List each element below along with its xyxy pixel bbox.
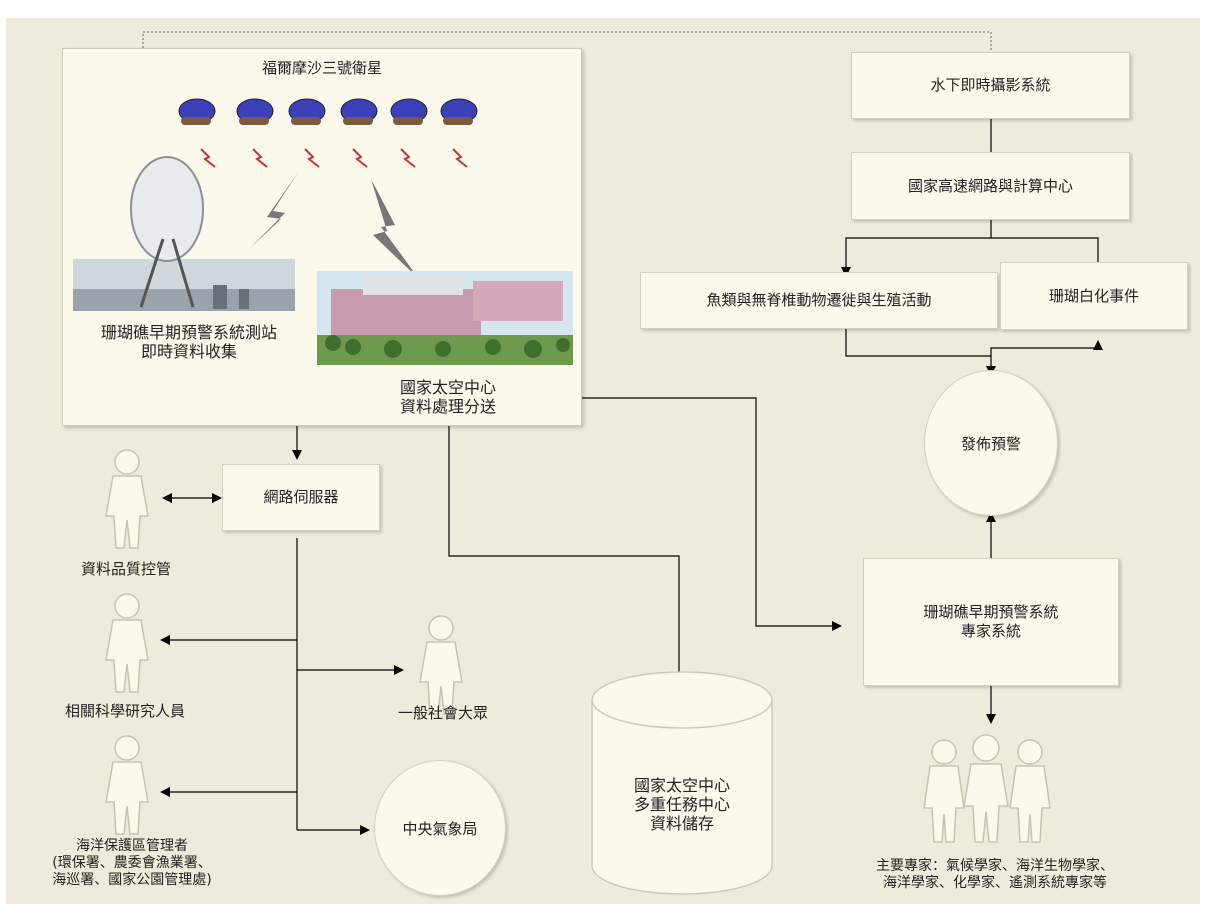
building-icon [317,271,573,365]
storage-label-line3: 資料儲存 [649,814,714,833]
researchers-label: 相關科學研究人員 [64,702,185,720]
cwb-circle: 中央氣象局 [374,760,506,896]
warning-circle: 發佈預警 [924,370,1058,516]
camera-system-box: 水下即時攝影系統 [851,52,1130,119]
storage-label-line2: 多重任務中心 [633,795,730,814]
nspo-label-line2: 資料處理分送 [399,397,496,416]
public-person-icon [419,615,463,715]
line-fish-to-warning [845,328,991,357]
researcher-person-icon [105,593,149,693]
qc-label: 資料品質控管 [80,560,171,578]
satellite-dish-icon [73,156,295,311]
satellite-label: 福爾摩沙三號衛星 [261,59,382,77]
experts-label-line2: 海洋學家、化學家、遙測系統專家等 [883,875,1107,891]
storage-cylinder-icon [591,671,773,895]
satellite-icon [178,98,478,124]
bolt-icon [371,179,419,279]
nchc-box: 國家高速網路與計算中心 [851,152,1130,220]
qc-person-icon [105,449,149,549]
expert-system-line1: 珊瑚礁早期預警系統 [923,603,1059,621]
experts-people-icon [923,734,1051,843]
nspo-label-line1: 國家太空中心 [399,378,496,397]
lightning-icon [200,148,468,168]
satellite-scene [73,98,573,365]
dotted-satellite-link [142,31,992,60]
public-label: 一般社會大眾 [397,704,488,722]
storage-label: 國家太空中心 多重任務中心 資料儲存 [600,776,764,833]
arrow-bleach-bidirectional [986,340,1103,376]
mpa-label-line3: 海巡署、國家公園管理處) [52,872,212,888]
station-label: 珊瑚礁早期預警系統測站 即時資料收集 [69,323,309,361]
bolt-icon [249,171,299,249]
satellite-panel: 福爾摩沙三號衛星 珊瑚礁早期預警系統測站 即時資料收集 [62,48,582,426]
nspo-processing-label: 國家太空中心 資料處理分送 [378,378,518,416]
fish-activity-box: 魚類與無脊椎動物遷徙與生殖活動 [640,272,998,329]
station-label-line1: 珊瑚礁早期預警系統測站 [100,323,277,342]
arrow-nchc-split [841,220,992,277]
expert-system-line2: 專家系統 [960,622,1021,640]
mpa-label-line1: 海洋保護區管理者 [76,838,188,854]
experts-label: 主要專家：氣候學家、海洋生物學家、 海洋學家、化學家、遙測系統專家等 [820,858,1170,892]
expert-system-box: 珊瑚礁早期預警系統 專家系統 [863,558,1119,686]
mpa-label: 海洋保護區管理者 (環保署、農委會漁業署、 海巡署、國家公園管理處) [12,838,252,889]
storage-label-line1: 國家太空中心 [633,776,730,795]
arrow-nspo-to-expert [518,397,842,631]
web-server-box: 網路伺服器 [222,464,380,531]
mpa-person-icon [105,735,149,835]
station-label-line2: 即時資料收集 [140,342,237,361]
arrow-nspo-to-storage [448,420,684,718]
coral-bleaching-box: 珊瑚白化事件 [1000,262,1188,330]
mpa-label-line2: (環保署、農委會漁業署、 [52,855,212,871]
experts-label-line1: 主要專家：氣候學家、海洋生物學家、 [876,858,1114,874]
